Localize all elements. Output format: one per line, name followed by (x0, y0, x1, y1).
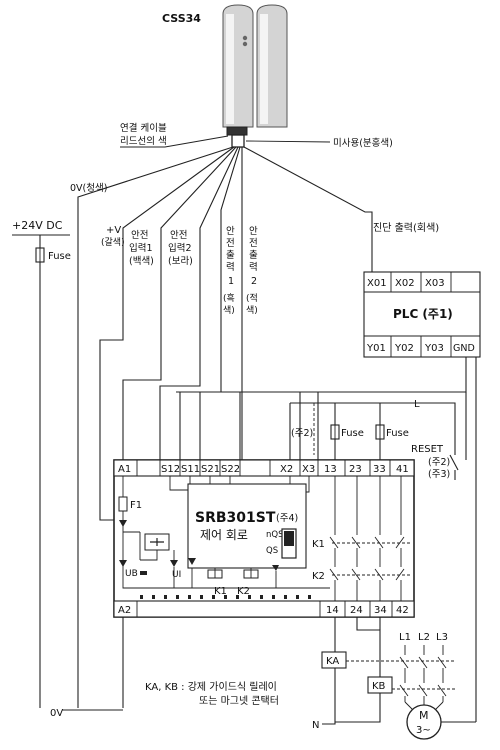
unused-wire-label: 미사용(분홍색) (333, 137, 393, 149)
fuse-13-label: Fuse (341, 428, 364, 439)
sensor-model-label: CSS34 (162, 12, 201, 25)
terminal-24: 24 (350, 605, 363, 616)
terminal-x3: X3 (302, 464, 315, 475)
terminal-a2: A2 (118, 605, 131, 616)
safety-in2-label-a: 안전 (170, 230, 187, 241)
phase-l3-label: L3 (436, 632, 448, 643)
safety-out1-char: 력 (226, 261, 235, 273)
note3-label: (주3) (428, 469, 450, 480)
plc-output-y03: Y03 (424, 343, 444, 354)
safety-in1-label-c: (백색) (129, 256, 154, 267)
zero-v-label: 0V (50, 708, 63, 719)
diag-out-label: 진단 출력(회색) (373, 222, 439, 234)
f1-label: F1 (130, 500, 142, 511)
motor-label: M (419, 709, 429, 722)
control-circuit-label: 제어 회로 (200, 528, 248, 542)
terminal-42: 42 (396, 605, 409, 616)
qs-label: QS (266, 546, 278, 556)
plus-v-color-label: (갈색) (101, 237, 125, 248)
plc-input-x03: X03 (425, 278, 445, 289)
plc-output-gnd: GND (453, 343, 475, 354)
ub-label: UB (125, 569, 138, 579)
terminal-13: 13 (324, 464, 337, 475)
phase-contacts (346, 645, 455, 713)
terminal-x2: X2 (280, 464, 293, 475)
phase-l1-label: L1 (399, 632, 411, 643)
plus-v-wire (99, 246, 124, 521)
cable-color-note-line2: 리드선의 색 (120, 136, 167, 147)
safety-in1-label-b: 입력1 (129, 242, 153, 254)
motor-phase-label: 3~ (416, 725, 431, 736)
safety-out1-label: 안 전 출 력 1 (흑 색) (223, 226, 235, 316)
contact-k1-label: K1 (312, 539, 325, 550)
terminal-34: 34 (374, 605, 387, 616)
motor: M 3~ (406, 704, 442, 740)
unused-wire (245, 140, 331, 143)
sensor-fanout-wires (77, 146, 373, 708)
plc-output-y02: Y02 (394, 343, 414, 354)
terminal-23: 23 (349, 464, 362, 475)
safety-out2-char: 력 (249, 261, 258, 273)
reset-label: RESET (411, 444, 444, 455)
plc-title: PLC (주1) (393, 307, 453, 321)
safety-in1-label-a: 안전 (131, 230, 148, 241)
terminal-s21: S21 (201, 464, 220, 475)
note2-label-b: (주2) (428, 457, 450, 468)
relay-kb-label: KB (372, 681, 386, 692)
reset-switch (449, 454, 459, 471)
terminal-a1: A1 (118, 464, 131, 475)
safety-out1-char: (흑 (223, 292, 235, 304)
relay-model-label: SRB301ST (195, 510, 276, 526)
safety-out2-char: 색) (246, 305, 258, 316)
safety-out2-char: (적 (246, 292, 258, 304)
relay-module: A1 S12 S11 S21 S22 X2 X3 13 23 33 41 A2 … (113, 459, 415, 618)
safety-out1-char: 색) (223, 305, 235, 316)
safety-out2-char: 안 (249, 226, 258, 237)
plc-input-x01: X01 (367, 278, 387, 289)
coil-k1-label: K1 (214, 586, 227, 597)
fuse-33-label: Fuse (386, 428, 409, 439)
terminal-33: 33 (373, 464, 386, 475)
ui-label: UI (172, 570, 181, 580)
plus-v-label: +V (106, 225, 121, 236)
safety-out1-char: 출 (226, 250, 235, 261)
zero-v-blue-label: 0V(청색) (70, 183, 107, 194)
relay-input-wires (122, 270, 477, 722)
neutral-label: N (312, 720, 319, 731)
safety-out1-char: 1 (228, 276, 234, 287)
legend-line1: KA, KB : 강제 가이드식 릴레이 (145, 680, 277, 693)
cable-note-leader (120, 135, 229, 148)
coil-k2-label: K2 (237, 586, 250, 597)
terminal-s12: S12 (161, 464, 180, 475)
terminal-s11: S11 (181, 464, 200, 475)
safety-in2-label-c: (보라) (168, 256, 193, 267)
relay-ka (321, 651, 347, 669)
cable-color-note-line1: 연결 케이블 (120, 123, 167, 134)
plc-input-x02: X02 (395, 278, 415, 289)
safety-out2-char: 출 (249, 250, 258, 261)
terminal-14: 14 (326, 605, 339, 616)
sensor-body (222, 4, 288, 148)
safety-out2-label: 안 전 출 력 2 (적 색) (246, 226, 258, 316)
safety-out2-char: 2 (251, 276, 257, 287)
safety-in2-label-b: 입력2 (168, 242, 192, 254)
legend-line2: 또는 마그넷 콘택터 (199, 695, 279, 707)
supply-fuse-label: Fuse (48, 251, 71, 262)
relay-ka-label: KA (326, 656, 339, 667)
note4-label: (주4) (276, 513, 298, 524)
terminal-s22: S22 (221, 464, 240, 475)
safety-out1-char: 전 (226, 238, 235, 249)
phase-l2-label: L2 (418, 632, 430, 643)
nqs-label: nQS (266, 530, 283, 540)
plc-output-y01: Y01 (366, 343, 386, 354)
terminal-41: 41 (396, 464, 409, 475)
safety-out2-char: 전 (249, 238, 258, 249)
plc-block: X01 X02 X03 PLC (주1) Y01 Y02 Y03 GND (363, 271, 481, 358)
safety-out1-char: 안 (226, 226, 235, 237)
supply-label: +24V DC (12, 219, 63, 232)
note2-label-a: (주2) (291, 428, 313, 439)
contact-k2-label: K2 (312, 571, 325, 582)
l-rail-label: L (414, 399, 420, 410)
